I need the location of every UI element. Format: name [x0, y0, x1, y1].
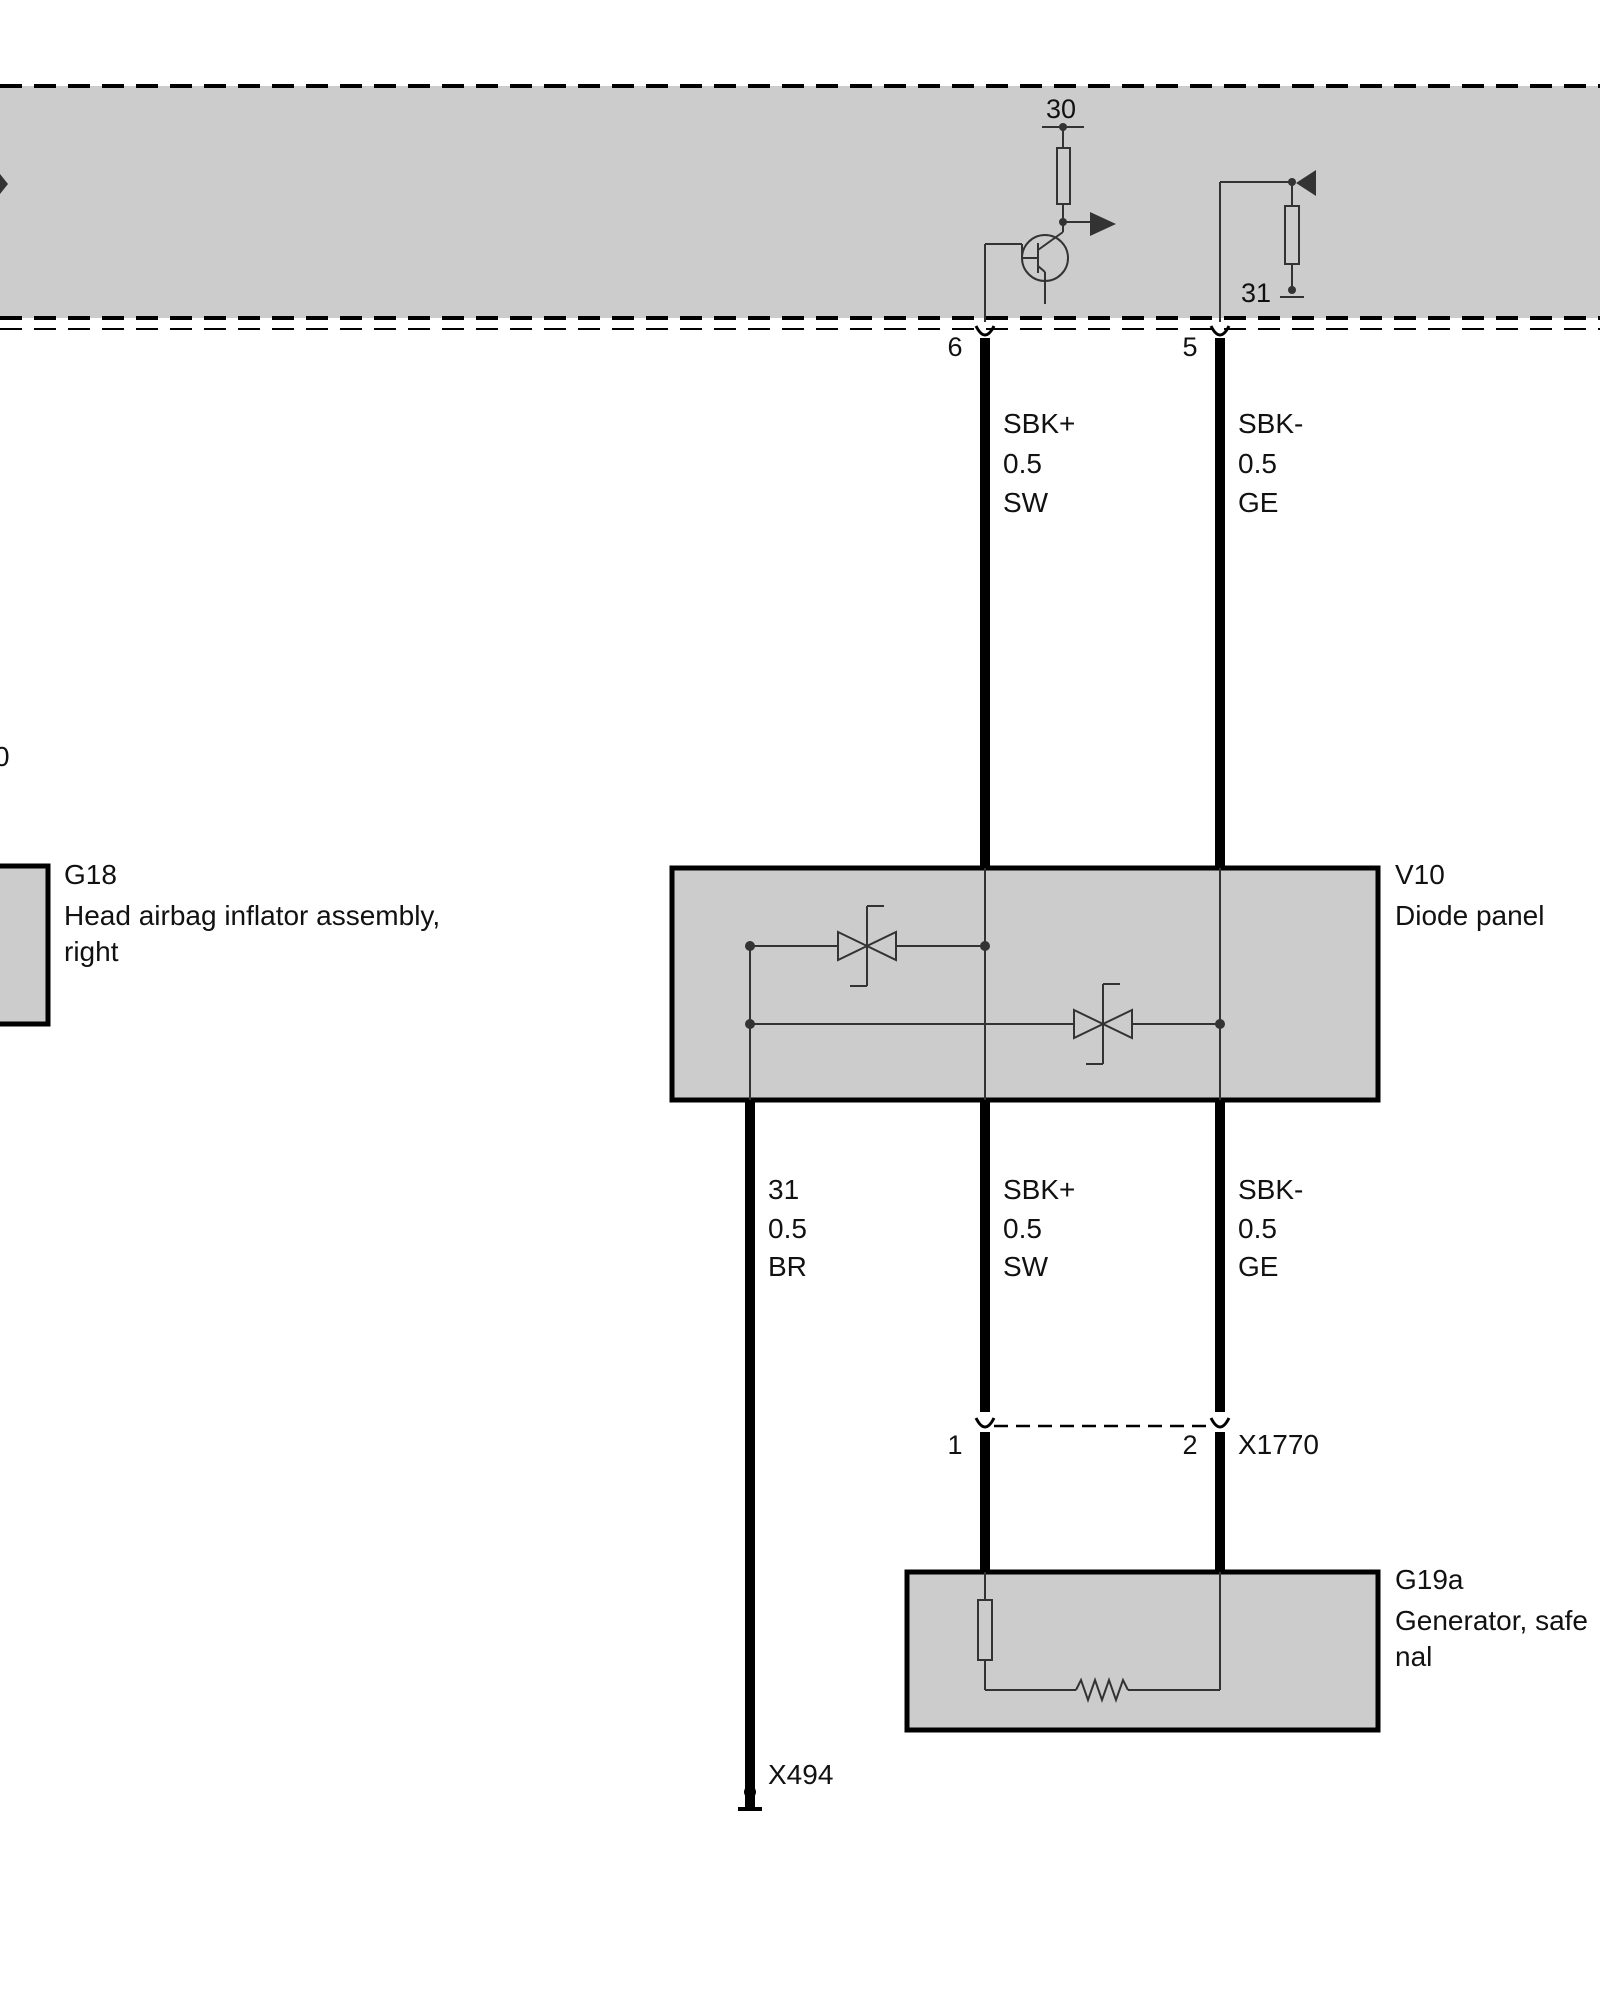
zener-diode-icon — [837, 905, 897, 987]
wire-bottom-left-color: SW — [1003, 1251, 1049, 1282]
wire-top-left-signal: SBK+ — [1003, 408, 1075, 439]
g19a-name-line1: Generator, safe — [1395, 1605, 1588, 1636]
g19a-generator-box — [904, 1569, 1381, 1733]
wire-top-right-signal: SBK- — [1238, 408, 1303, 439]
x1770-connector — [974, 1417, 1231, 1429]
top-pin-connectors — [974, 325, 1231, 337]
wire-top-left-color: SW — [1003, 487, 1049, 518]
v10-name: Diode panel — [1395, 900, 1544, 931]
control-unit-internal-circuit — [984, 123, 1316, 322]
g18-fragment-label: 0 — [0, 741, 10, 772]
g19a-name-line2: nal — [1395, 1641, 1432, 1672]
wire-top-left-size: 0.5 — [1003, 448, 1042, 479]
control-unit-band — [0, 84, 1600, 330]
pin-5-label: 5 — [1182, 332, 1197, 362]
pin-6-label: 6 — [947, 332, 962, 362]
wire-bottom-right-signal: SBK- — [1238, 1174, 1303, 1205]
x1770-id: X1770 — [1238, 1429, 1319, 1460]
terminal-30-label: 30 — [1046, 94, 1076, 124]
v10-diode-panel — [669, 865, 1381, 1103]
zener-diode-icon — [1073, 983, 1133, 1065]
x494-id: X494 — [768, 1759, 833, 1790]
v10-id: V10 — [1395, 859, 1445, 890]
ground-terminal-icon — [738, 1786, 762, 1811]
wire-bottom-left-signal: SBK+ — [1003, 1174, 1075, 1205]
wire-bottom-right-size: 0.5 — [1238, 1213, 1277, 1244]
g18-name-line1: Head airbag inflator assembly, — [64, 900, 440, 931]
g18-component-box — [0, 863, 51, 1027]
wire-ground-size: 0.5 — [768, 1213, 807, 1244]
wire-top-right-size: 0.5 — [1238, 448, 1277, 479]
g18-name-line2: right — [64, 936, 119, 967]
wire-ground-color: BR — [768, 1251, 807, 1282]
wire-top-right-color: GE — [1238, 487, 1278, 518]
wire-bottom-right-color: GE — [1238, 1251, 1278, 1282]
x1770-pin-2-label: 2 — [1182, 1430, 1197, 1460]
wire-ground-signal: 31 — [768, 1174, 799, 1205]
g18-id: G18 — [64, 859, 117, 890]
x1770-pin-1-label: 1 — [947, 1430, 962, 1460]
g19a-id: G19a — [1395, 1564, 1464, 1595]
terminal-31-label: 31 — [1241, 278, 1271, 308]
wire-bottom-left-size: 0.5 — [1003, 1213, 1042, 1244]
